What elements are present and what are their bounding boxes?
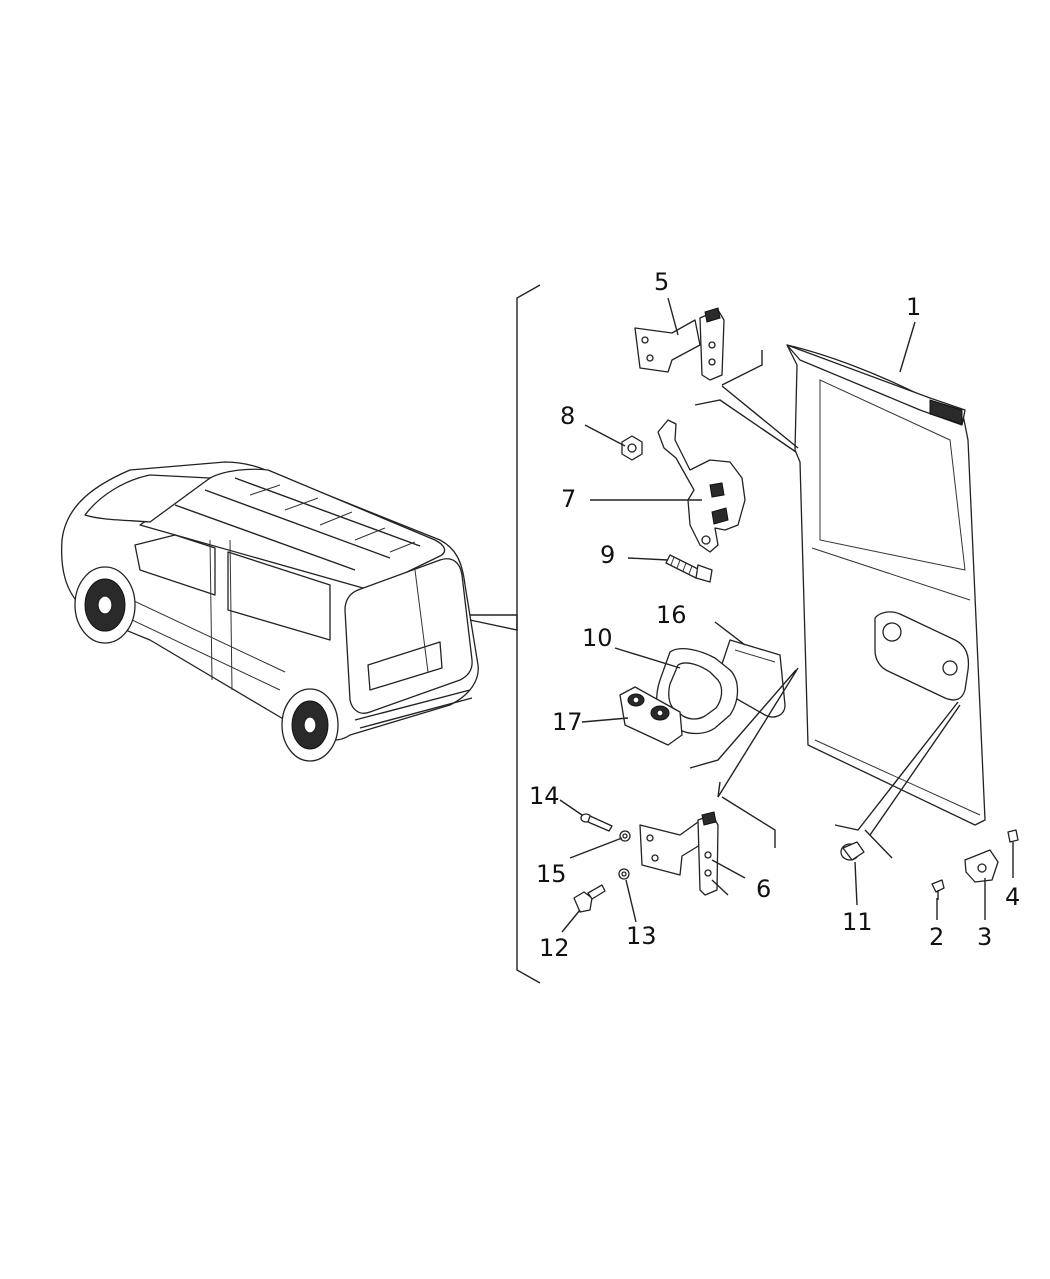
callout-12: 12 xyxy=(539,934,570,962)
bracket-icon xyxy=(964,849,999,883)
screw-icon xyxy=(665,554,713,583)
rear-wheel xyxy=(281,688,339,762)
screw-icon xyxy=(931,879,945,900)
upper-hinge-icon xyxy=(634,307,725,381)
van-rear-view-icon xyxy=(60,461,518,762)
callout-5: 5 xyxy=(654,268,670,296)
callout-10: 10 xyxy=(582,624,613,652)
clip-icon xyxy=(1007,829,1019,843)
callout-14: 14 xyxy=(529,782,560,810)
callout-13: 13 xyxy=(626,922,657,950)
callout-2: 2 xyxy=(929,923,945,951)
callout-3: 3 xyxy=(977,923,993,951)
handle-switch-icon xyxy=(619,686,683,746)
callout-8: 8 xyxy=(560,402,576,430)
group-bracket xyxy=(516,284,541,984)
door-bumper-icon xyxy=(840,841,865,861)
callout-4: 4 xyxy=(1005,883,1021,911)
callout-16: 16 xyxy=(656,601,687,629)
bolt-icon xyxy=(573,884,606,913)
washer-icon xyxy=(618,868,630,880)
lower-hinge-icon xyxy=(639,811,719,896)
bolt-icon xyxy=(580,813,613,832)
callout-11: 11 xyxy=(842,908,873,936)
callout-7: 7 xyxy=(561,485,577,513)
door-latch-icon xyxy=(657,419,746,553)
washer-icon xyxy=(619,830,631,842)
front-wheel xyxy=(74,566,136,644)
rear-door-panel-icon xyxy=(786,344,986,826)
callout-leaders xyxy=(559,297,1014,933)
callout-17: 17 xyxy=(552,708,583,736)
callout-9: 9 xyxy=(600,541,616,569)
callout-6: 6 xyxy=(756,875,772,903)
nut-icon xyxy=(621,435,643,461)
callout-1: 1 xyxy=(906,293,922,321)
callout-15: 15 xyxy=(536,860,567,888)
